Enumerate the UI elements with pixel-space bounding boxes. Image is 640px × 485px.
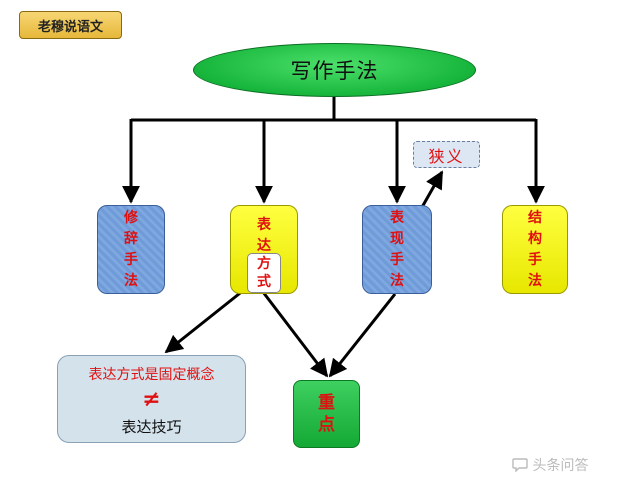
concept-line-1: 表达方式是固定概念 [88,367,215,383]
node-char: 手 [390,251,404,268]
node-char: 辞 [124,230,138,247]
watermark: 头条问答 [512,455,588,475]
node-char: 法 [528,272,542,289]
node-char: 点 [318,415,335,435]
node-char: 方 [257,256,271,272]
node-concept-note: 表达方式是固定概念 ≠ 表达技巧 [57,355,246,443]
node-narrow-sense: 狭义 [413,141,480,168]
node-char: 手 [124,251,138,268]
node-key-point: 重 点 [293,380,360,448]
chat-bubble-icon [512,458,532,474]
node-char: 式 [257,274,271,290]
arrow-mode-to-key [261,291,329,378]
node-char: 现 [390,230,404,247]
node-char: 表 [390,209,404,226]
node-char: 表 [257,217,271,233]
node-representation: 表 现 手 法 [362,205,432,294]
node-char: 构 [528,230,542,247]
node-char: 手 [528,251,542,268]
node-structure: 结 构 手 法 [502,205,568,294]
node-char: 重 [318,393,335,413]
concept-line-2: 表达技巧 [121,418,182,436]
arrow-rep-to-key [328,293,397,378]
node-char: 法 [390,272,404,289]
node-rhetoric: 修 辞 手 法 [97,205,165,294]
node-char: 修 [124,209,138,226]
node-char: 结 [528,209,542,226]
node-char: 达 [257,238,271,254]
author-badge: 老穆说语文 [19,11,122,39]
root-node-writing-techniques: 写作手法 [193,43,476,97]
not-equal-symbol: ≠ [142,386,161,412]
watermark-text: 头条问答 [532,458,589,474]
node-char: 法 [124,272,138,289]
node-expression-mode: 方 式 [247,253,281,293]
